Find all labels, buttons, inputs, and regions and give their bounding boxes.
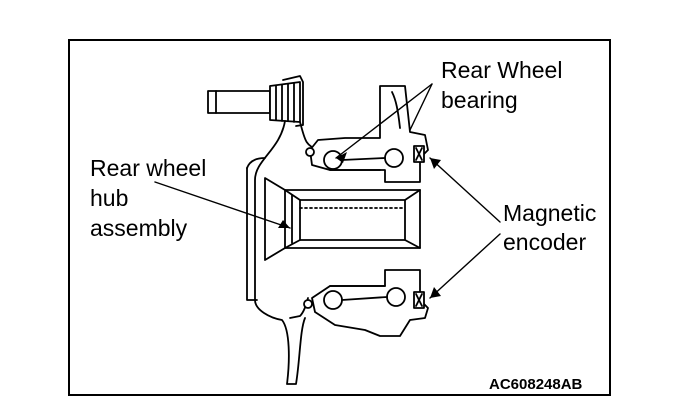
label-magnetic-encoder-line1: Magnetic xyxy=(503,200,597,226)
leader-bearing-left xyxy=(335,83,433,159)
bearing-balls xyxy=(323,148,406,310)
label-hub-assembly-line3: assembly xyxy=(90,215,188,241)
leader-lines xyxy=(154,83,501,299)
label-rear-wheel-bearing-line1: Rear Wheel xyxy=(441,57,563,83)
arrowheads xyxy=(278,152,441,298)
leader-encoder-upper xyxy=(429,157,501,223)
leader-hub xyxy=(154,181,291,229)
leader-bearing-right xyxy=(409,83,433,131)
label-rear-wheel-bearing-line2: bearing xyxy=(441,87,518,113)
label-magnetic-encoder-line2: encoder xyxy=(503,229,587,255)
magnetic-encoders xyxy=(303,145,425,309)
label-hub-assembly-line1: Rear wheel xyxy=(90,155,207,181)
figure-code: AC608248AB xyxy=(489,376,583,393)
label-hub-assembly-line2: hub xyxy=(90,185,129,211)
leader-encoder-lower xyxy=(429,233,501,299)
wheel-stud xyxy=(207,75,304,127)
hub-bore xyxy=(264,177,421,261)
